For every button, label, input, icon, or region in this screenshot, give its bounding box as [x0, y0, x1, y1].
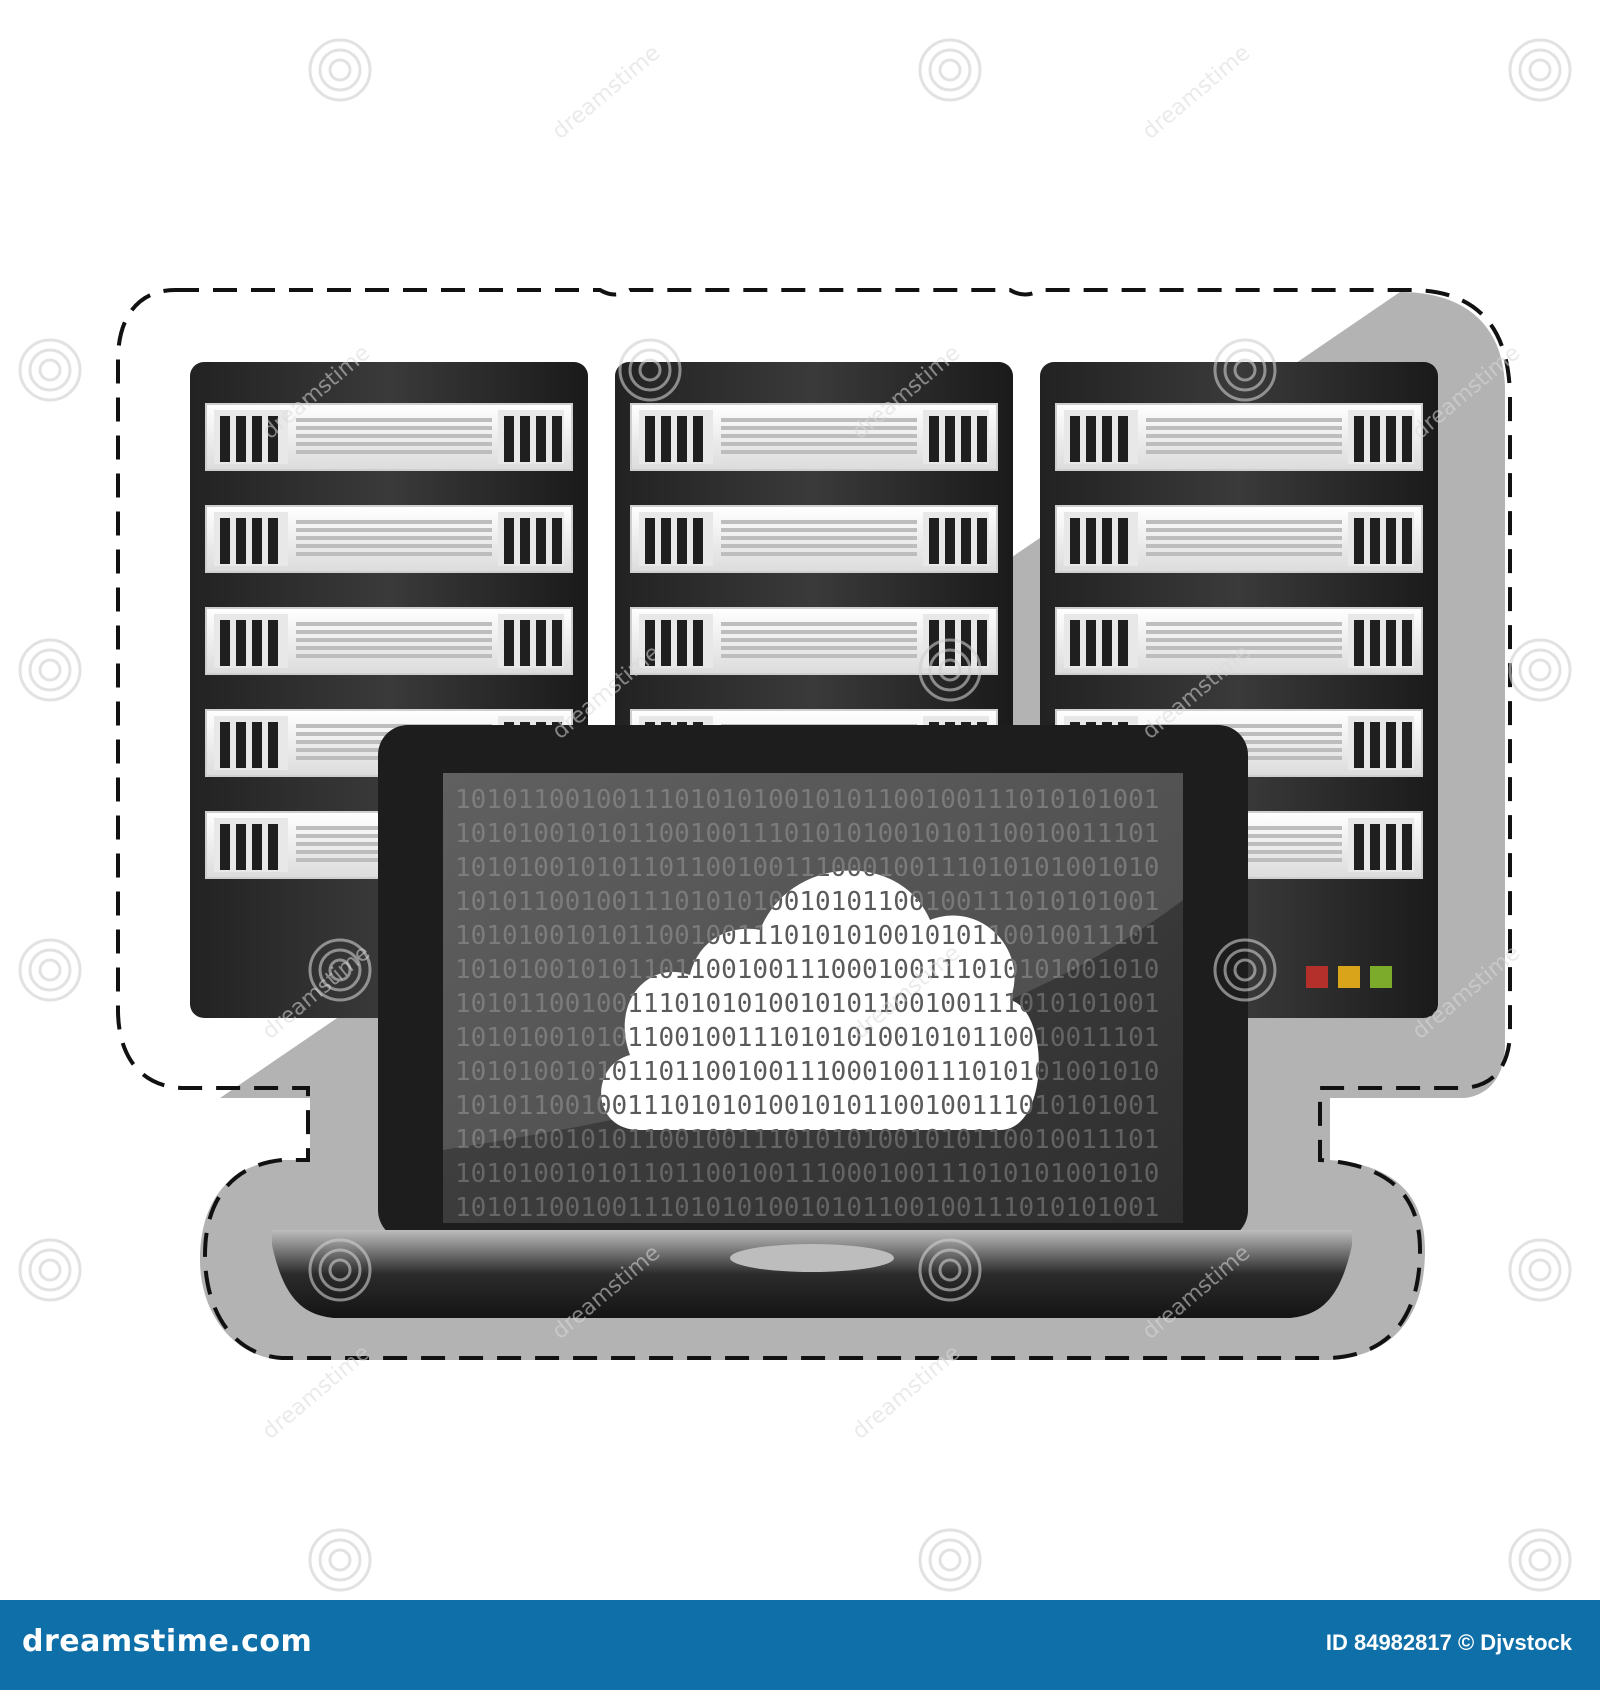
binary-row: 1010100101011011001001110001001110101010… [455, 853, 1159, 883]
watermark-spiral-icon [308, 1528, 372, 1592]
watermark-spiral-icon [1508, 1238, 1572, 1302]
watermark-spiral-icon [18, 638, 82, 702]
status-led-icon [1306, 966, 1328, 988]
binary-row: 1010100101011001001110101010010101100100… [455, 819, 1159, 849]
watermark-spiral-icon [918, 1528, 982, 1592]
image-credit: ID 84982817 © Djvstock [1325, 1630, 1572, 1655]
binary-row: 1010100101011011001001110001001110101010… [455, 1159, 1159, 1189]
illustration: 1010110010011101010100101011001001110101… [18, 38, 1572, 1592]
cloud-icon: 1010110010011101010100101011001001110101… [455, 870, 1159, 1155]
watermark-spiral-icon [918, 38, 982, 102]
watermark-spiral-icon [918, 1238, 982, 1302]
watermark-spiral-icon [18, 1238, 82, 1302]
cloud-binary-row: 1010100101011001001110101010010101100100… [455, 1125, 1159, 1155]
watermark-text: dreamstime [548, 41, 665, 145]
watermark-spiral-icon [1213, 338, 1277, 402]
cloud-binary-row: 1010100101011001001110101010010101100100… [455, 1023, 1159, 1053]
binary-row: 1010110010011101010100101011001001110101… [455, 785, 1159, 815]
watermark-spiral-icon [308, 38, 372, 102]
footer-bar: dreamstime.com ID 84982817 © Djvstock [0, 1600, 1600, 1690]
laptop-icon: 1010110010011101010100101011001001110101… [272, 725, 1352, 1318]
watermark-spiral-icon [1508, 1528, 1572, 1592]
watermark-text: dreamstime [1138, 41, 1255, 145]
status-led-icon [1370, 966, 1392, 988]
dashed-cut-outline [116, 288, 1512, 1360]
watermark-spiral-icon [918, 638, 982, 702]
watermark-spiral-icon [1213, 938, 1277, 1002]
watermark-spiral-icon [308, 938, 372, 1002]
brand-logo-text: dreamstime.com [22, 1624, 313, 1659]
cloud-binary-row: 1010100101011011001001110001001110101010… [455, 1057, 1159, 1087]
watermark-spiral-icon [18, 338, 82, 402]
watermark-spiral-icon [308, 1238, 372, 1302]
laptop-base [272, 1230, 1352, 1318]
watermark-spiral-icon [1508, 638, 1572, 702]
cloud-binary-row: 1010110010011101010100101011001001110101… [455, 989, 1159, 1019]
binary-row: 1010110010011101010100101011001001110101… [455, 1193, 1159, 1223]
watermark-spiral-icon [18, 938, 82, 1002]
watermark-spiral-icon [618, 338, 682, 402]
cloud-binary-row: 1010110010011101010100101011001001110101… [455, 1091, 1159, 1121]
watermark-spiral-icon [1508, 38, 1572, 102]
status-led-icon [1338, 966, 1360, 988]
